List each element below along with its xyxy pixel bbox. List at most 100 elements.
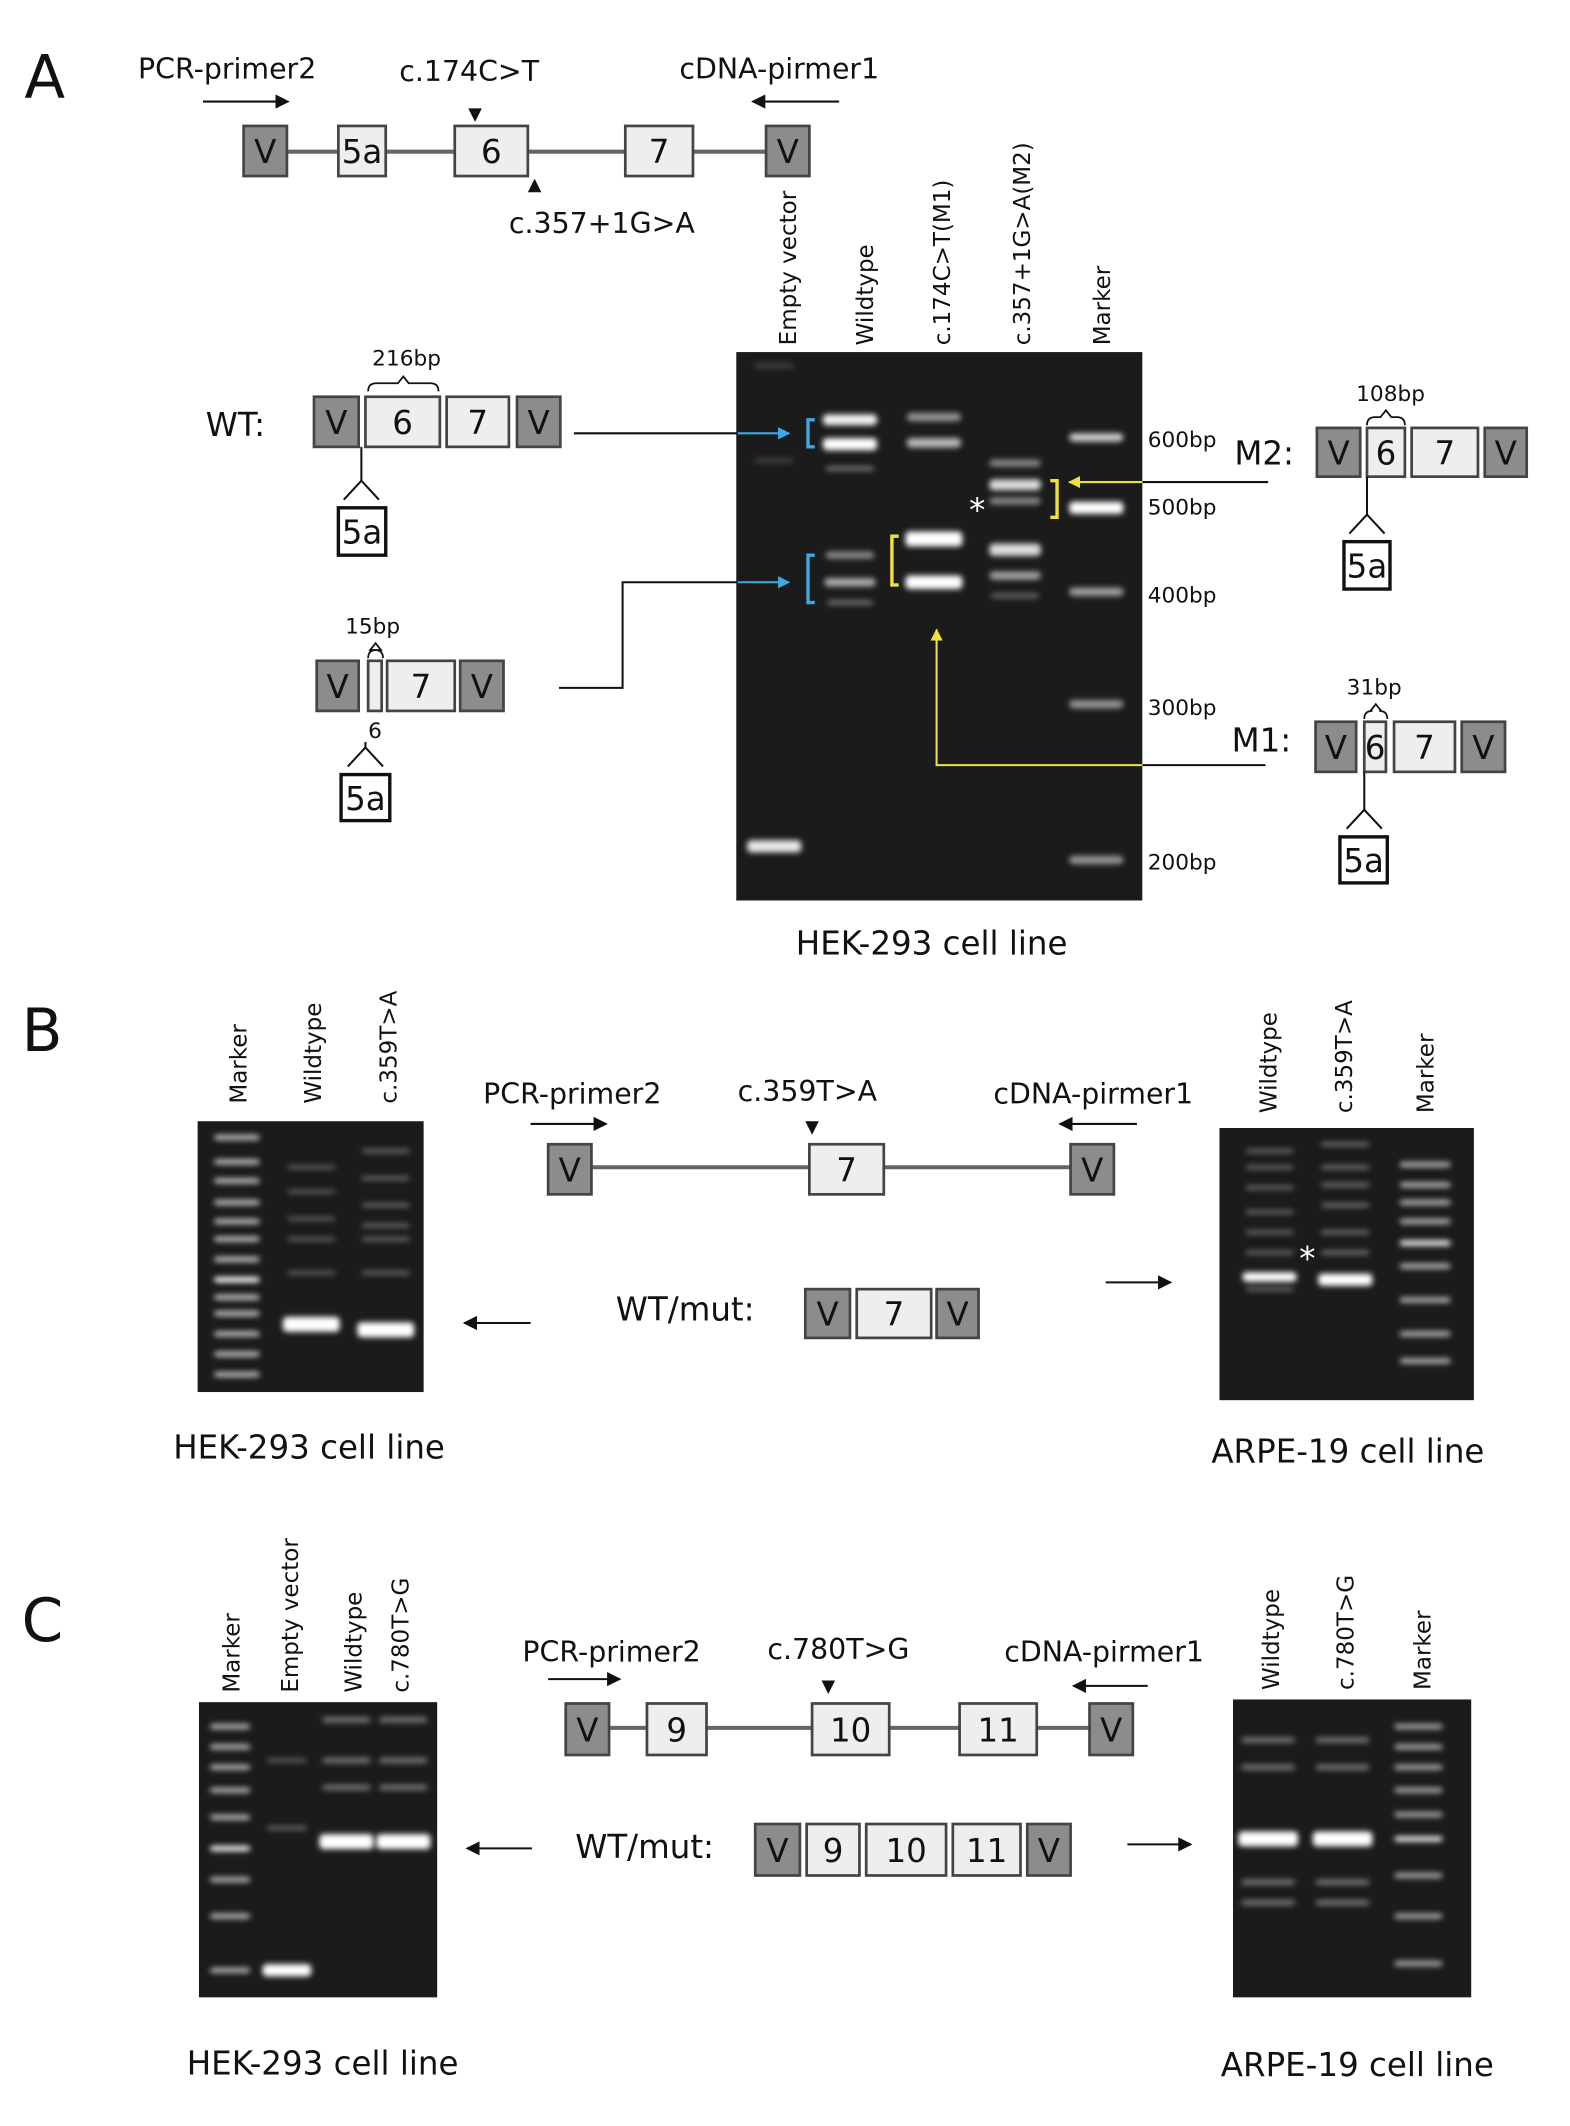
- pointer-line-yellow: [930, 628, 1143, 767]
- box-label: 7: [649, 133, 670, 171]
- size-marker-label: 200bp: [1148, 850, 1217, 875]
- gel-band: [266, 1826, 308, 1831]
- primer-fwd-label: PCR-primer2: [522, 1636, 700, 1669]
- gel-band: [906, 413, 961, 422]
- vector-box: V: [753, 1822, 802, 1877]
- exon-box: 10: [810, 1702, 891, 1757]
- lane-label: Wildtype: [301, 1003, 327, 1104]
- gel-band: [361, 1237, 411, 1242]
- gel-band: [1399, 1218, 1451, 1225]
- exon-box: 6: [364, 395, 442, 449]
- gel-band: [1245, 1185, 1294, 1190]
- cell-line-label: ARPE-19 cell line: [1221, 2046, 1494, 2084]
- gel-band: [1245, 1250, 1294, 1255]
- box-rect: [803, 1287, 852, 1340]
- exon6-label: 6: [368, 719, 382, 744]
- box-label: 7: [411, 668, 432, 706]
- gel-band: [1399, 1297, 1451, 1303]
- box-rect: [1460, 720, 1507, 774]
- splice-caret: [347, 745, 384, 768]
- box-label: V: [254, 133, 276, 171]
- gel-band: [286, 1216, 336, 1221]
- cell-line-label: HEK-293 cell line: [796, 925, 1068, 963]
- gel-band: [322, 1784, 371, 1791]
- box-rect: [1342, 539, 1392, 591]
- exon-box: 10: [864, 1822, 948, 1877]
- gel-band: [1394, 1723, 1443, 1730]
- exon-box: 7: [385, 659, 457, 713]
- box-label: 5a: [1347, 548, 1388, 586]
- gel-band: [1238, 1831, 1298, 1847]
- gel-band: [209, 1913, 251, 1919]
- gel-band: [361, 1148, 411, 1154]
- box-rect: [515, 395, 562, 449]
- gel-band: [282, 1316, 340, 1332]
- box-label: 6: [1376, 434, 1397, 472]
- primer-fwd-label: PCR-primer2: [483, 1078, 661, 1111]
- gel-band: [1394, 1811, 1443, 1818]
- exon-box: 6: [453, 124, 530, 178]
- box-rect: [951, 1822, 1022, 1877]
- size-brace: [367, 375, 440, 392]
- gel-band: [1241, 1879, 1296, 1885]
- gel-band: [747, 840, 802, 853]
- box-label: V: [1495, 434, 1517, 472]
- gel-band: [989, 497, 1041, 505]
- box-rect: [935, 1287, 980, 1340]
- vector-box: V: [935, 1287, 980, 1340]
- box-rect: [1410, 426, 1480, 479]
- box-label: 7: [884, 1296, 905, 1334]
- vector-box: V: [564, 1702, 611, 1757]
- mutation-label-c174: c.174C>T: [399, 55, 539, 88]
- lane-label: Marker: [1411, 1610, 1437, 1690]
- box-label: 10: [830, 1711, 871, 1749]
- box-label: 5a: [345, 780, 386, 818]
- lane-label: Wildtype: [853, 244, 879, 345]
- gel-band: [209, 1814, 251, 1820]
- vector-box: V: [1069, 1142, 1116, 1196]
- vector-box: V: [312, 395, 361, 449]
- gel-band: [266, 1758, 308, 1763]
- gel-band: [989, 459, 1041, 467]
- box-label: V: [325, 404, 347, 442]
- gel-band: [1394, 1744, 1443, 1750]
- mutation-label-c357: c.357+1G>A: [509, 207, 696, 240]
- box-rect: [1069, 1142, 1116, 1196]
- box-rect: [1392, 720, 1457, 774]
- gel-band: [213, 1134, 260, 1141]
- lane-label: Marker: [226, 1024, 252, 1104]
- gel-band: [906, 438, 961, 448]
- box-label: V: [559, 1151, 581, 1189]
- gel-band: [213, 1256, 260, 1263]
- exon-box: 7: [855, 1287, 933, 1340]
- size-marker-label: 600bp: [1148, 428, 1217, 453]
- gel-band: [322, 1757, 371, 1764]
- gel-band: [378, 1784, 428, 1791]
- box-label: 6: [392, 404, 413, 442]
- box-label: 7: [467, 404, 488, 442]
- splice-caret: [1345, 808, 1383, 830]
- lane-label: Wildtype: [1259, 1589, 1285, 1690]
- size-label-15bp: 15bp: [345, 615, 400, 640]
- gel-band: [1241, 1899, 1296, 1906]
- size-brace: [367, 641, 384, 659]
- gel-band: [209, 1787, 251, 1793]
- gel-band: [825, 551, 875, 559]
- gel-band: [1320, 1142, 1370, 1147]
- lane-label: Wildtype: [1256, 1012, 1282, 1113]
- gel-band: [262, 1964, 312, 1977]
- gel-band: [1399, 1182, 1451, 1188]
- size-marker-label: 500bp: [1148, 496, 1217, 521]
- box-label: V: [817, 1296, 839, 1334]
- gel-band: [905, 575, 963, 590]
- size-brace: [1366, 408, 1406, 426]
- gel-band: [286, 1189, 336, 1194]
- exon-box: 11: [958, 1702, 1039, 1757]
- gel-band: [1394, 1913, 1443, 1919]
- box-rect: [753, 1822, 802, 1877]
- box-label: V: [1327, 434, 1349, 472]
- gel-band: [1315, 1879, 1370, 1885]
- gel-band: [361, 1223, 411, 1228]
- gel-band: [213, 1199, 260, 1206]
- mutation-arrowhead: [805, 1121, 819, 1135]
